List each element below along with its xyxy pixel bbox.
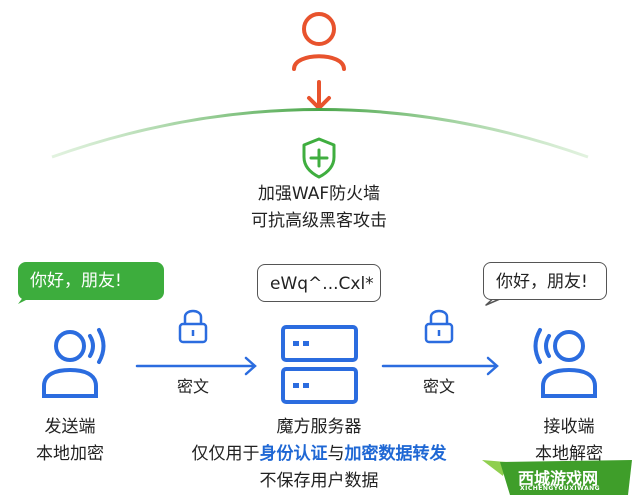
lock-icon-right [424,309,454,344]
sender-caption-line2: 本地加密 [36,444,104,464]
server-cipher-bubble: eWq^...Cxl* [257,264,381,302]
sender-caption-line1: 发送端 [44,417,96,437]
watermark-title: 西城游戏网 [518,469,599,488]
waf-caption-line2: 可抗高级黑客攻击 [251,211,387,231]
link-label-left: 密文 [176,377,210,396]
arrow-sender-to-server [135,356,257,376]
waf-caption-line1: 加强WAF防火墙 [257,184,381,204]
server-icon [281,325,358,404]
receiver-caption-line2: 本地解密 [535,444,603,464]
server-caption-prefix: 仅仅用于 [191,444,260,464]
firewall-arc [51,108,589,159]
server-caption-highlight-auth: 身份认证 [259,444,328,464]
server-caption-mid: 与 [327,444,345,464]
server-caption-line1: 魔方服务器 [276,417,362,437]
receiver-caption-line1: 接收端 [543,417,595,437]
arrow-server-to-receiver [381,356,499,376]
server-caption-line3: 不保存用户数据 [259,471,379,491]
link-label-right: 密文 [422,377,456,396]
server-caption-line2: 仅仅用于身份认证与加密数据转发 [192,446,447,463]
attacker-person-icon [292,12,346,111]
watermark-leaf-logo [482,460,632,495]
lock-icon-left [178,309,208,344]
receiver-person-icon [533,328,597,398]
watermark-subtitle: XICHENGYOUXIWANG [520,485,601,492]
sender-message-bubble: 你好，朋友! [18,262,164,300]
sender-person-icon [42,328,106,398]
receiver-message-bubble: 你好，朋友! [483,262,607,300]
shield-plus-icon [302,137,336,179]
server-indicators [293,341,309,388]
server-caption-highlight-forward: 加密数据转发 [344,444,447,464]
